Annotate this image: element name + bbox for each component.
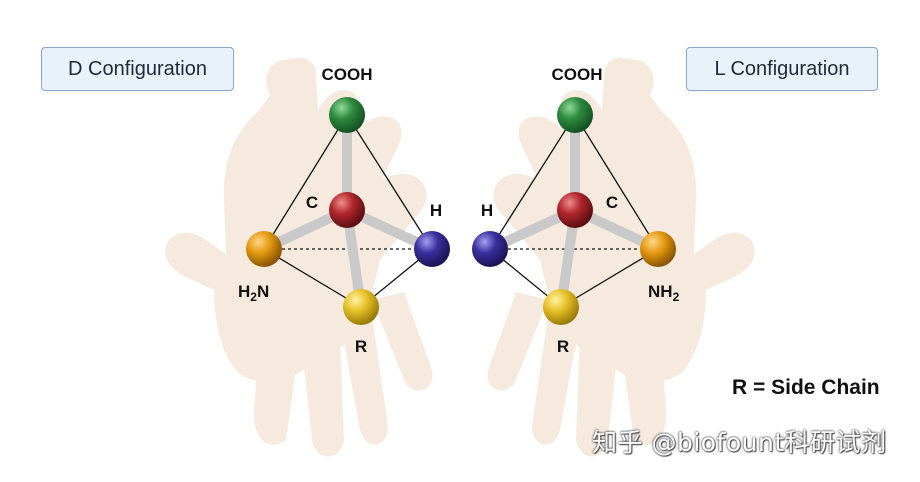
l-amino-nh: NH: [648, 282, 673, 301]
d-cooh-atom: [329, 97, 365, 133]
d-amino-h: H: [238, 282, 250, 301]
l-side-chain-atom: [543, 289, 579, 325]
d-amino-n: N: [257, 282, 269, 301]
d-side-chain-label: R: [355, 337, 367, 356]
l-amino-atom: [640, 231, 676, 267]
watermark: 知乎 @biofount科研试剂: [592, 428, 887, 457]
left-hand-silhouette: [165, 58, 433, 457]
d-hydrogen-label: H: [430, 201, 442, 220]
d-cooh-label: COOH: [322, 65, 373, 84]
side-chain-legend: R = Side Chain: [732, 376, 880, 399]
l-center-carbon-atom: [557, 192, 593, 228]
l-amino-label: NH2: [648, 282, 680, 304]
d-tetrahedron: COOH C H H2N R: [238, 65, 450, 356]
l-cooh-label: COOH: [552, 65, 603, 84]
l-hydrogen-label: H: [481, 201, 493, 220]
d-carbon-label: C: [306, 193, 318, 212]
d-center-carbon-atom: [329, 192, 365, 228]
right-hand-silhouette: [487, 58, 755, 457]
l-tetrahedron: COOH C H NH2 R: [472, 65, 680, 356]
l-configuration-label: L Configuration: [686, 47, 878, 91]
d-configuration-label: D Configuration: [41, 47, 234, 91]
l-hydrogen-atom: [472, 231, 508, 267]
l-side-chain-label: R: [557, 337, 569, 356]
d-amino-label: H2N: [238, 282, 269, 304]
d-amino-atom: [246, 231, 282, 267]
l-cooh-atom: [557, 97, 593, 133]
d-hydrogen-atom: [414, 231, 450, 267]
d-side-chain-atom: [343, 289, 379, 325]
l-amino-sub: 2: [673, 290, 680, 304]
d-amino-sub: 2: [250, 290, 257, 304]
l-carbon-label: C: [606, 193, 618, 212]
